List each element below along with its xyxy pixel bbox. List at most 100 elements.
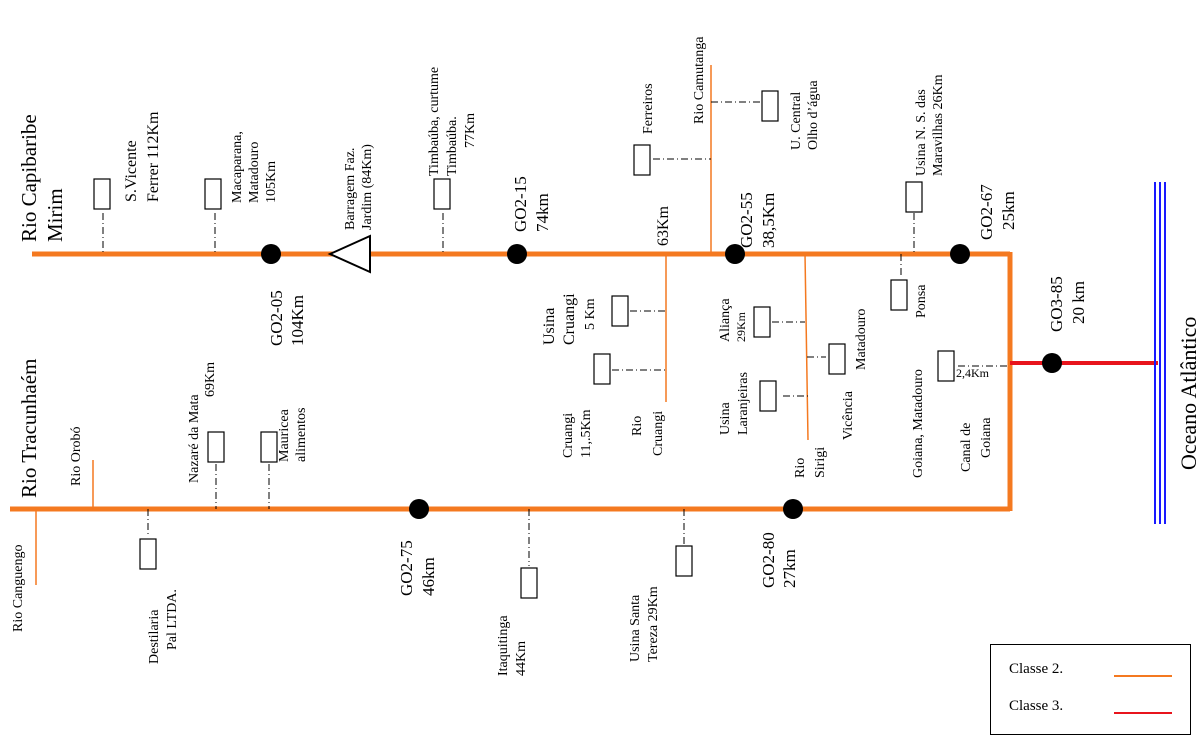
river-name-tracunhaem: Rio Tracunhaém [17, 359, 41, 498]
label-rio-cruangi: Rio [630, 416, 645, 436]
dam-triangle-icon [327, 234, 371, 274]
label-svicente-km: Ferrer 112Km [145, 111, 162, 202]
label-alianca-km: 29Km [734, 311, 748, 342]
station-label-go255: GO2-55 [737, 192, 756, 248]
discharge-box-usina-ns [905, 181, 923, 213]
station-label-go275: GO2-75 [397, 540, 416, 596]
legend-class3-swatch [1114, 712, 1172, 714]
station-label-go385: GO3-85 [1047, 276, 1066, 332]
label-alianca: Aliança [718, 298, 733, 342]
label-canal-goiana: Canal de [959, 423, 974, 472]
discharge-box-ucentral [761, 90, 779, 122]
label-24km: 2,4Km [956, 366, 990, 380]
discharge-box-ponsa [890, 279, 908, 311]
label-macaparana-mat: Matadouro [247, 142, 262, 203]
label-ucentral: U. Central [789, 92, 804, 150]
label-destilaria-2: Pal LTDA. [165, 589, 180, 650]
label-mauricea-2: alimentos [294, 408, 309, 462]
label-nazare: Nazaré da Mata [187, 394, 202, 483]
discharge-box-cruangi [593, 353, 611, 385]
discharge-box-macaparana [204, 178, 222, 210]
station-label-go215-km: 74km [533, 193, 552, 232]
sirigi-tributary [804, 253, 809, 441]
label-cruangi: Cruangi [561, 413, 576, 458]
label-timbauba: Timbaúba, curtume [427, 67, 442, 176]
label-santa-tereza-2: Tereza 29Km [646, 586, 661, 662]
river-name-capibaribe-mirim: Mirim [43, 188, 67, 242]
discharge-box-destilaria [139, 538, 157, 570]
label-usina-ns: Usina N. S. das [914, 89, 929, 176]
ocean-name: Oceano Atlântico [1176, 317, 1201, 470]
station-go275 [409, 499, 429, 519]
label-usina-cruangi-km: 5 Km [583, 298, 598, 330]
legend-class3-label: Classe 3. [1009, 698, 1064, 714]
station-label-go280: GO2-80 [759, 532, 778, 588]
label-cruangi-km: 11,.5Km [579, 409, 594, 458]
label-ferreiros: Ferreiros [641, 83, 656, 134]
discharge-box-santa-tereza [675, 545, 693, 577]
legend-class2-label: Classe 2. [1009, 661, 1064, 677]
discharge-connectors [102, 101, 1010, 566]
legend-class2-swatch [1114, 675, 1172, 677]
label-macaparana-km: 105Km [264, 161, 279, 203]
station-label-go205: GO2-05 [267, 290, 286, 346]
station-label-go267: GO2-67 [977, 184, 996, 240]
label-goiana-matadouro: Goiana, Matadouro [911, 369, 926, 478]
station-go267 [950, 244, 970, 264]
river-names: Rio Capibaribe Mirim Rio Tracunhaém Ocea… [17, 114, 1201, 498]
station-go215 [507, 244, 527, 264]
label-rio-canguengo: Rio Canguengo [11, 545, 26, 633]
label-rio-sirigi-2: Sirigi [813, 447, 828, 478]
label-vicencia: Vicência [841, 390, 856, 440]
label-usina-laranjeiras: Usina [718, 402, 733, 435]
label-timbauba-2: Timbaúba. [445, 116, 460, 176]
station-label-go205-km: 104Km [288, 295, 307, 346]
label-svicente: S.Vicente [123, 140, 140, 202]
label-barragem-km: Jardim (84Km) [360, 144, 375, 230]
discharge-points [93, 90, 955, 599]
label-ponsa: Ponsa [914, 284, 929, 318]
station-go385 [1042, 353, 1062, 373]
label-itaquitinga: Itaquitinga [496, 615, 511, 676]
discharge-box-svicente [93, 178, 111, 210]
discharge-box-nazare [207, 431, 225, 463]
label-canal-goiana-2: Goiana [979, 417, 994, 458]
label-ucentral-2: Olho d’água [806, 80, 821, 150]
label-rio-sirigi: Rio [793, 458, 808, 478]
station-label-go267-km: 25km [999, 191, 1018, 230]
discharge-box-vicencia [828, 343, 846, 375]
label-usina-ns-2: Maravilhas 26Km [931, 74, 946, 176]
label-destilaria: Destilaria [147, 609, 162, 664]
station-label-go255-km: 38,5Km [759, 193, 778, 248]
station-go205 [261, 244, 281, 264]
label-timbauba-km: 77Km [463, 113, 478, 148]
label-matadouro: Matadouro [854, 309, 869, 370]
legend: Classe 2. Classe 3. [990, 644, 1191, 735]
discharge-box-mauricea [260, 431, 278, 463]
label-rio-oroba: Rio Orobó [69, 427, 84, 487]
station-label-go215: GO2-15 [511, 176, 530, 232]
label-barragem: Barragem Faz. [343, 148, 358, 230]
label-mauricea: Mauricea [277, 408, 292, 462]
station-labels: GO2-05 104Km GO2-15 74km GO2-55 38,5Km G… [267, 176, 1088, 596]
station-go280 [783, 499, 803, 519]
discharge-box-timbauba [433, 178, 451, 210]
discharge-box-laranjeiras [759, 380, 777, 412]
label-camutanga: Rio Camutanga [692, 36, 707, 124]
station-label-go385-km: 20 km [1069, 281, 1088, 324]
label-macaparana: Macaparana, [230, 131, 245, 203]
label-usina-cruangi: Usina [541, 308, 558, 345]
discharge-box-itaquitinga [520, 567, 538, 599]
site-labels: S.Vicente Ferrer 112Km Macaparana, Matad… [11, 36, 994, 676]
label-usina-laranjeiras-2: Laranjeiras [736, 372, 751, 435]
monitoring-stations [261, 244, 1062, 519]
label-nazare-km: 69Km [203, 362, 218, 397]
discharge-box-ferreiros [633, 144, 651, 176]
label-santa-tereza: Usina Santa [628, 594, 643, 662]
label-itaquitinga-km: 44Km [514, 641, 529, 676]
discharge-box-usina-cruangi [611, 295, 629, 327]
river-name-capibaribe: Rio Capibaribe [17, 114, 41, 242]
discharge-box-goiana [937, 350, 955, 382]
station-go255 [725, 244, 745, 264]
label-rio-cruangi-2: Cruangi [651, 411, 666, 456]
